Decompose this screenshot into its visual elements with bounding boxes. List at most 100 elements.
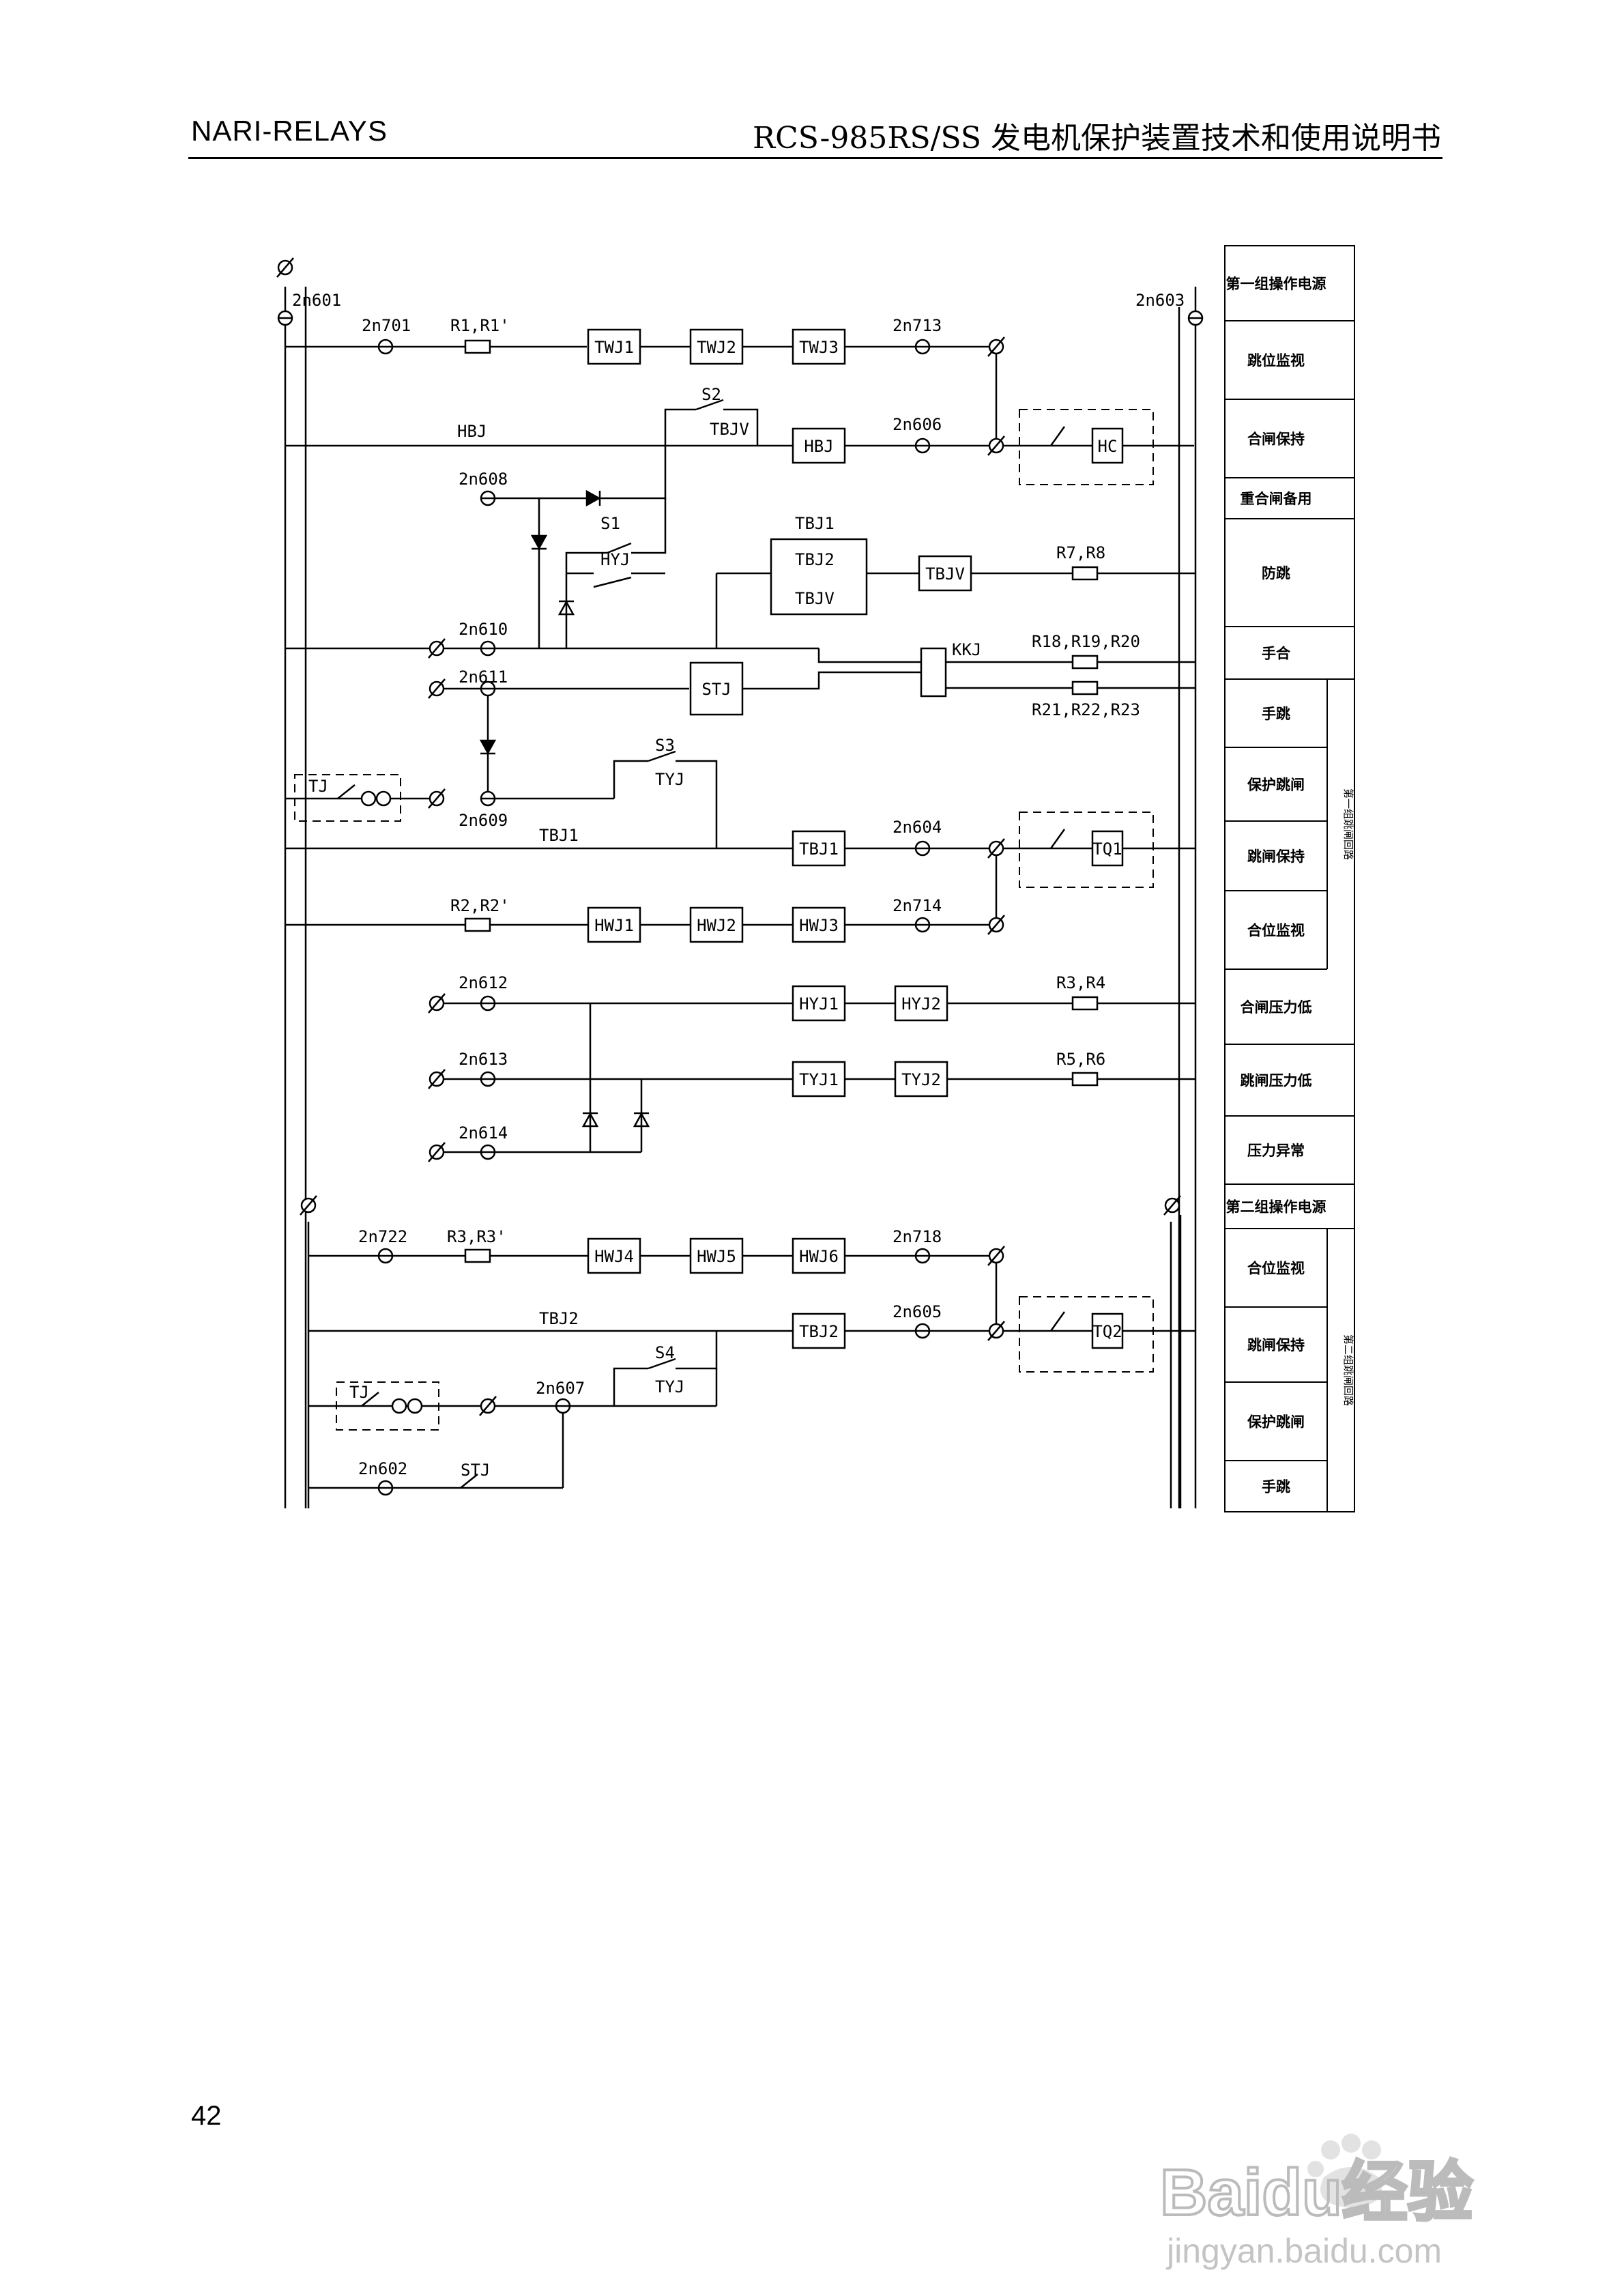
relay-label: TYJ1 [799,1070,839,1089]
table-row: 跳闸保持 [1247,848,1305,865]
label: 2n611 [459,668,508,687]
table-row: 保护跳闸 [1247,1414,1305,1431]
wire [676,1331,718,1370]
label: S4 [655,1343,675,1362]
label: HYJ [600,550,630,569]
hc-enclosure [1019,409,1154,485]
label: R7,R8 [1056,543,1105,562]
label: 2n722 [358,1227,407,1246]
wire [488,446,667,500]
label: TBJ2 [539,1309,579,1328]
relay-label: STJ [701,680,731,699]
resistor [1071,1072,1099,1087]
table-row: 跳闸保持 [1247,1336,1305,1353]
diode [557,600,575,616]
terminal-slash [428,788,446,809]
tj-enclosure-1 [294,774,401,822]
watermark-brand: Baidu经验 [1160,2156,1473,2229]
label: 2n607 [536,1379,585,1398]
kkj-coil [920,647,947,698]
label: S1 [600,514,620,533]
label: R18,R19,R20 [1032,632,1140,651]
page-number: 42 [191,2101,222,2131]
table-row: 手跳 [1262,705,1290,722]
relay-label: HYJ1 [799,994,839,1014]
terminal-slash [276,257,294,278]
label: 2n609 [459,811,508,830]
resistor [1071,566,1099,581]
label: 2n602 [358,1459,407,1478]
relay-box [894,1061,948,1097]
relay-label: TWJ1 [594,338,634,357]
terminal-slash [987,1321,1005,1341]
label: S3 [655,736,675,755]
wire [613,1367,648,1406]
diode [633,1112,650,1128]
wire [565,551,607,648]
label: STJ [461,1461,490,1480]
resistor [464,339,491,354]
resistor [464,917,491,932]
relay-label: HWJ5 [697,1247,736,1266]
relay-label: TBJV [925,564,965,584]
wire [664,408,696,446]
terminal-slash [1163,1195,1181,1216]
contact [1049,829,1066,849]
table-row: 保护跳闸 [1247,776,1305,793]
terminal-slash [300,1195,317,1216]
contact [648,1358,676,1370]
tq2-enclosure [1019,1296,1154,1373]
baidu-watermark: Baidu经验 jingyan.baidu.com [1159,2134,1475,2270]
coil [407,1398,423,1414]
relay-label: HWJ2 [697,916,736,935]
terminal-slash [479,1396,497,1416]
header-rule [188,157,1442,159]
table-row: 跳闸压力低 [1241,1072,1312,1089]
group-label-1: 第一组跳闸回路 [1342,788,1354,860]
contact [1049,426,1066,446]
label: S2 [701,385,721,404]
wires [284,287,1197,1508]
relay-box [689,661,744,716]
table-row: 重合闸备用 [1241,490,1312,507]
label: 2n604 [893,818,942,837]
relay-box [792,328,846,365]
table-row: 合位监视 [1247,1260,1305,1277]
relay-box [689,1237,744,1274]
label: TBJV [710,420,749,439]
relay-label: HYJ2 [901,994,941,1014]
resistor [464,1248,491,1263]
relay-box [1091,427,1124,464]
contact [648,750,676,762]
resistor [1071,996,1099,1011]
table-row: 跳位监视 [1247,352,1305,369]
label: 2n608 [459,470,508,489]
relay-box [689,328,744,365]
contact [695,399,724,411]
table-row: 压力异常 [1247,1142,1305,1159]
wire [631,498,667,554]
tq1-enclosure [1019,812,1154,888]
coil [391,1398,407,1414]
tj-enclosure-2 [336,1381,439,1431]
relay-label: HWJ1 [594,916,634,935]
relay-box [792,427,846,464]
label: KKJ [952,640,981,659]
relay-box [792,906,846,943]
resistor [1071,680,1099,695]
watermark-url: jingyan.baidu.com [1165,2232,1442,2270]
header-brand: NARI-RELAYS [191,115,388,147]
terminal-slash [987,915,1005,935]
table-row: 合位监视 [1247,922,1305,939]
label: R1,R1' [450,316,510,335]
relay-label: TYJ2 [901,1070,941,1089]
relay-box [792,1237,846,1274]
relay-box [792,830,846,867]
group-label-2: 第二组跳闸回路 [1342,1334,1354,1406]
wire [817,648,921,663]
table-row: 手跳 [1262,1478,1290,1495]
label: TBJ1 [539,826,579,845]
table-row: 第二组操作电源 [1226,1199,1326,1216]
